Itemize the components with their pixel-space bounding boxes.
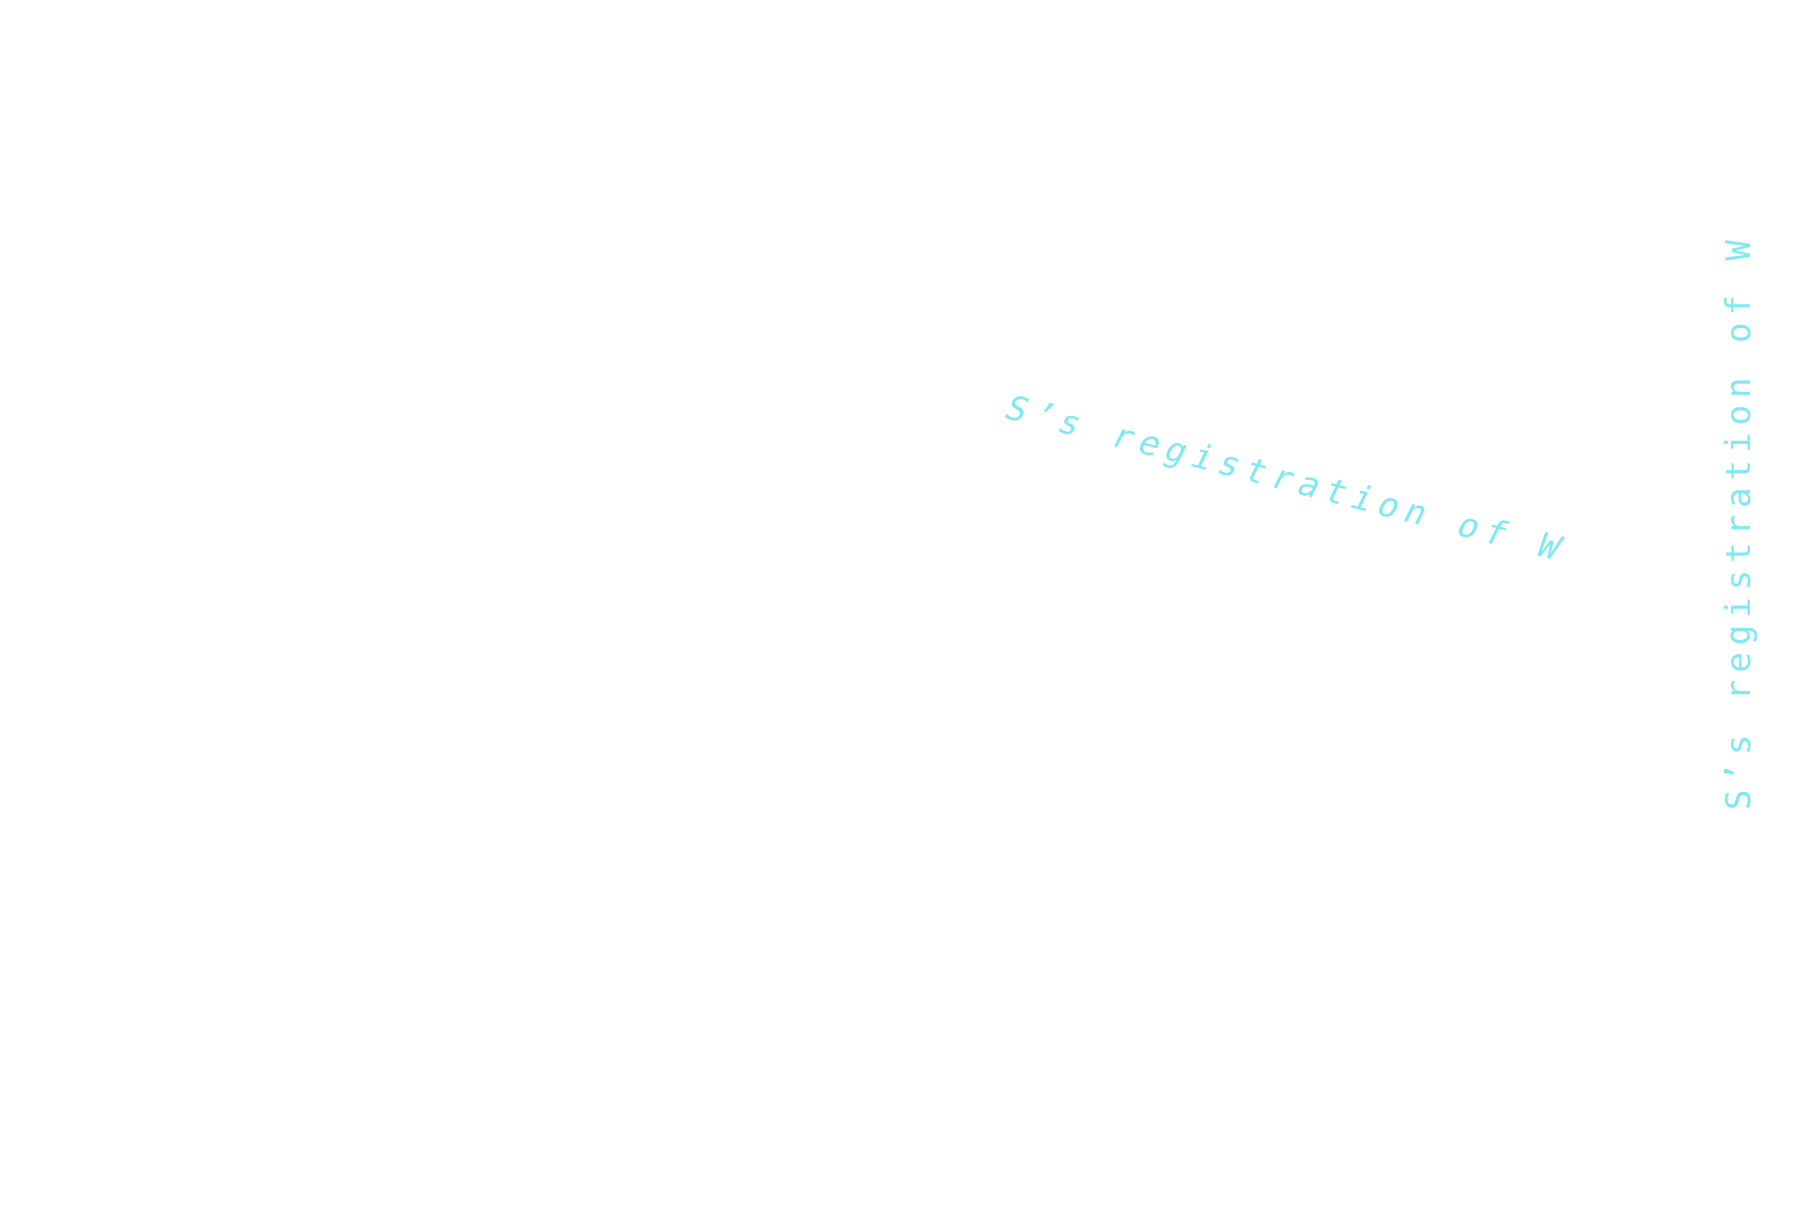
vertical-registration-label: S’s registration of W (1719, 233, 1759, 810)
slanted-registration-label: S’s registration of W (997, 388, 1575, 570)
